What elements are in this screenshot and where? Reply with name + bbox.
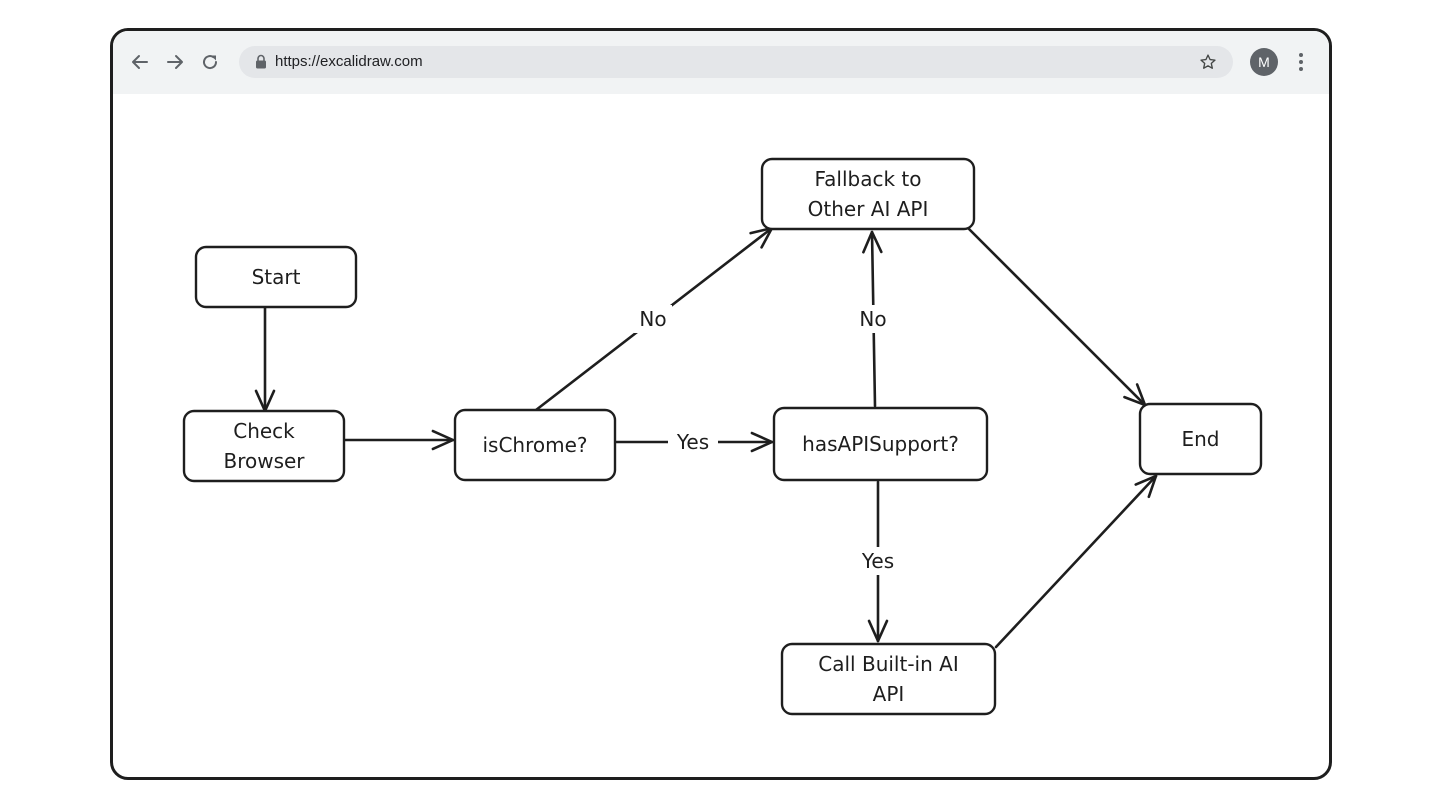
edge-is-chrome-to-fallback[interactable]: No [534,226,774,412]
arrowhead [862,230,883,254]
edge-label-bg [668,428,718,456]
lock-icon [256,54,266,69]
node-label: End [1181,427,1219,451]
node-box [1138,402,1263,476]
node-label: Call Built-in AI [818,652,958,676]
edge-check-browser-to-is-chrome[interactable] [342,429,455,451]
node-has-api-support[interactable]: hasAPISupport? [772,406,989,482]
node-call-built-in[interactable]: Call Built-in AI API [780,642,997,716]
edge-has-api-support-to-fallback[interactable]: No [854,230,892,408]
url-text: https://excalidraw.com [275,53,423,70]
avatar[interactable]: M [1250,48,1278,76]
node-is-chrome[interactable]: isChrome? [453,408,617,482]
browser-toolbar: https://excalidraw.com M [113,31,1329,94]
edge-start-to-check-browser[interactable] [254,305,276,413]
edge-label-bg [634,305,672,333]
node-label: Other AI API [808,197,929,221]
edge-line [967,227,1147,407]
edge-label: Yes [861,549,894,573]
node-box [780,642,997,716]
star-icon[interactable] [1199,53,1217,71]
edge-fallback-to-end[interactable] [967,227,1147,407]
node-label: Browser [223,449,305,473]
edge-has-api-support-to-call-built-in[interactable]: Yes [853,480,903,643]
forward-arrow-icon[interactable] [162,49,188,75]
node-box [194,245,358,309]
edge-line [994,474,1158,649]
edge-label: No [639,307,666,331]
edge-label: Yes [676,430,709,454]
address-bar[interactable]: https://excalidraw.com [239,46,1233,78]
back-arrow-icon[interactable] [127,49,153,75]
node-label: Fallback to [814,167,921,191]
edge-label-bg [854,305,892,333]
node-box [453,408,617,482]
node-label: Check [233,419,295,443]
node-label: hasAPISupport? [802,432,959,456]
edge-call-built-in-to-end[interactable] [994,474,1158,649]
node-label: isChrome? [482,433,587,457]
edge-is-chrome-to-has-api-support[interactable]: Yes [613,428,774,456]
edge-label-bg [853,547,903,575]
reload-icon[interactable] [197,49,223,75]
arrowhead [750,431,774,453]
node-box [772,406,989,482]
node-fallback[interactable]: Fallback to Other AI API [760,157,976,231]
node-end[interactable]: End [1138,402,1263,476]
node-box [760,157,976,231]
node-box [182,409,346,483]
node-label: Start [252,265,301,289]
arrowhead [1134,474,1158,499]
node-label: API [873,682,905,706]
arrowhead [431,429,455,451]
arrowhead [867,619,889,643]
node-start[interactable]: Start [194,245,358,309]
kebab-menu-icon[interactable] [1289,50,1313,74]
edge-label: No [859,307,886,331]
